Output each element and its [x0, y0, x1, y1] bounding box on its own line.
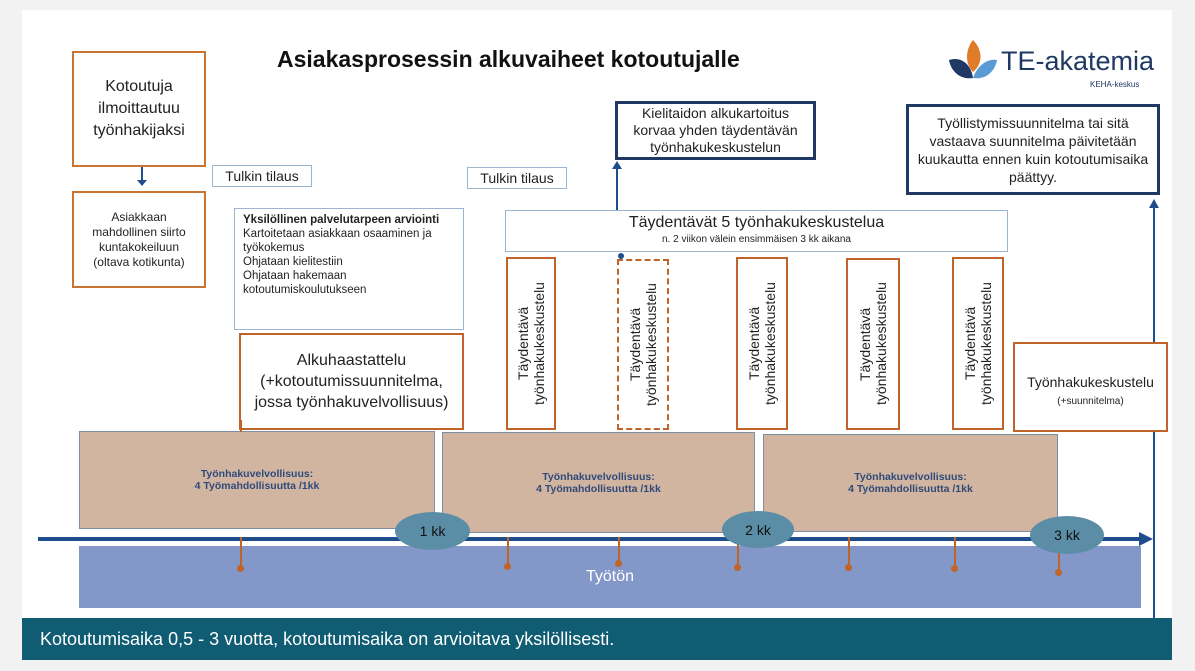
language-mapping-box: Kielitaidon alkukartoitus korvaa yhden t…	[615, 101, 816, 160]
timeline-arrow-icon	[1139, 532, 1153, 546]
timeline-dot	[1055, 569, 1062, 576]
supplementary-interview-label: Täydentävä työnhakukeskustelu	[857, 282, 889, 406]
supplementary-interview-label: Täydentävä työnhakukeskustelu	[627, 283, 659, 406]
supplementary-header-title: Täydentävät 5 työnhakukeskustelua	[628, 214, 885, 231]
supplementary-interview-label: Täydentävä työnhakukeskustelu	[515, 282, 547, 405]
needs-assessment-box: Yksilöllinen palvelutarpeen arviointi Ka…	[234, 208, 464, 330]
footer-bar: Kotoutumisaika 0,5 - 3 vuotta, kotoutumi…	[22, 618, 1172, 660]
supplementary-interview-box: Täydentävä työnhakukeskustelu	[736, 257, 788, 430]
supplementary-interview-box: Täydentävä työnhakukeskustelu	[952, 257, 1004, 430]
month-marker-2: 2 kk	[722, 511, 794, 548]
timeline-dot	[237, 565, 244, 572]
obligation-title: Työnhakuvelvollisuus:	[854, 471, 967, 483]
unemployed-bar: Työtön	[79, 546, 1141, 608]
supplementary-interview-label: Täydentävä työnhakukeskustelu	[746, 282, 778, 405]
obligation-subtitle: 4 Työmahdollisuutta /1kk	[536, 482, 661, 495]
timeline-connector-line	[737, 537, 739, 568]
timeline-connector-line	[954, 537, 956, 569]
interpreter-order-box: Tulkin tilaus	[212, 165, 312, 187]
initial-interview-box: Alkuhaastattelu (+kotoutumissuunnitelma,…	[239, 333, 464, 430]
obligation-box-2: Työnhakuvelvollisuus: 4 Työmahdollisuutt…	[442, 432, 755, 533]
up-arrow-icon	[1149, 199, 1159, 208]
down-arrow-icon	[137, 180, 147, 186]
timeline-connector-line	[1058, 537, 1060, 573]
language-mapping-dot	[618, 253, 624, 259]
municipality-box: Asiakkaan mahdollinen siirto kuntakokeil…	[72, 191, 206, 288]
timeline-line	[38, 537, 1143, 541]
registers-box: Kotoutuja ilmoittautuu työnhakijaksi	[72, 51, 206, 167]
supplementary-interview-label: Täydentävä työnhakukeskustelu	[962, 282, 994, 405]
timeline-dot	[951, 565, 958, 572]
interpreter-order-box-2: Tulkin tilaus	[467, 167, 567, 189]
timeline-dot	[615, 560, 622, 567]
plan-update-box: Työllistymissuunnitelma tai sitä vastaav…	[906, 104, 1160, 195]
timeline-dot	[734, 564, 741, 571]
timeline-connector-line	[848, 537, 850, 568]
timeline-dot	[504, 563, 511, 570]
supplementary-header-box: Täydentävät 5 työnhakukeskustelua n. 2 v…	[505, 210, 1008, 252]
job-search-interview-subtitle: (+suunnitelma)	[1057, 396, 1124, 407]
needs-assessment-item: Kartoitetaan asiakkaan osaaminen ja työk…	[243, 228, 432, 254]
month-marker-3: 3 kk	[1030, 516, 1104, 554]
timeline-dot	[845, 564, 852, 571]
page-title: Asiakasprosessin alkuvaiheet kotoutujall…	[277, 46, 740, 72]
down-arrow-line	[141, 167, 143, 185]
needs-assessment-item: Ohjataan hakemaan kotoutumiskoulutukseen	[243, 270, 367, 296]
supplementary-interview-box-dashed: Täydentävä työnhakukeskustelu	[617, 259, 669, 430]
job-search-interview-box: Työnhakukeskustelu (+suunnitelma)	[1013, 342, 1168, 432]
logo: TE-akatemia KEHA-keskus	[947, 38, 1162, 94]
obligation-box-3: Työnhakuvelvollisuus: 4 Työmahdollisuutt…	[763, 434, 1058, 532]
supplementary-interview-box: Täydentävä työnhakukeskustelu	[506, 257, 556, 430]
supplementary-header-subtitle: n. 2 viikon välein ensimmäisen 3 kk aika…	[662, 234, 851, 245]
slide: Asiakasprosessin alkuvaiheet kotoutujall…	[22, 10, 1172, 660]
job-search-interview-title: Työnhakukeskustelu	[1027, 374, 1154, 390]
obligation-title: Työnhakuvelvollisuus:	[200, 468, 314, 480]
obligation-box-1: Työnhakuvelvollisuus: 4 Työmahdollisuutt…	[79, 431, 435, 529]
timeline-connector-line	[618, 537, 620, 564]
needs-assessment-title: Yksilöllinen palvelutarpeen arviointi	[243, 214, 440, 226]
timeline-connector-line	[507, 537, 509, 567]
needs-assessment-item: Ohjataan kielitestiin	[243, 256, 343, 268]
supplementary-interview-box: Täydentävä työnhakukeskustelu	[846, 258, 900, 430]
month-marker-1: 1 kk	[395, 512, 470, 550]
logo-subtext: KEHA-keskus	[1090, 80, 1140, 89]
up-arrow-icon	[612, 161, 622, 169]
leaf-logo-icon	[949, 40, 997, 79]
logo-text: TE-akatemia	[1001, 46, 1155, 76]
obligation-subtitle: 4 Työmahdollisuutta /1kk	[194, 480, 320, 492]
interview-connector-line	[240, 420, 242, 432]
obligation-title: Työnhakuvelvollisuus:	[542, 470, 655, 483]
timeline-connector-line	[240, 537, 242, 569]
obligation-subtitle: 4 Työmahdollisuutta /1kk	[848, 483, 973, 495]
language-arrow-line	[616, 168, 618, 214]
